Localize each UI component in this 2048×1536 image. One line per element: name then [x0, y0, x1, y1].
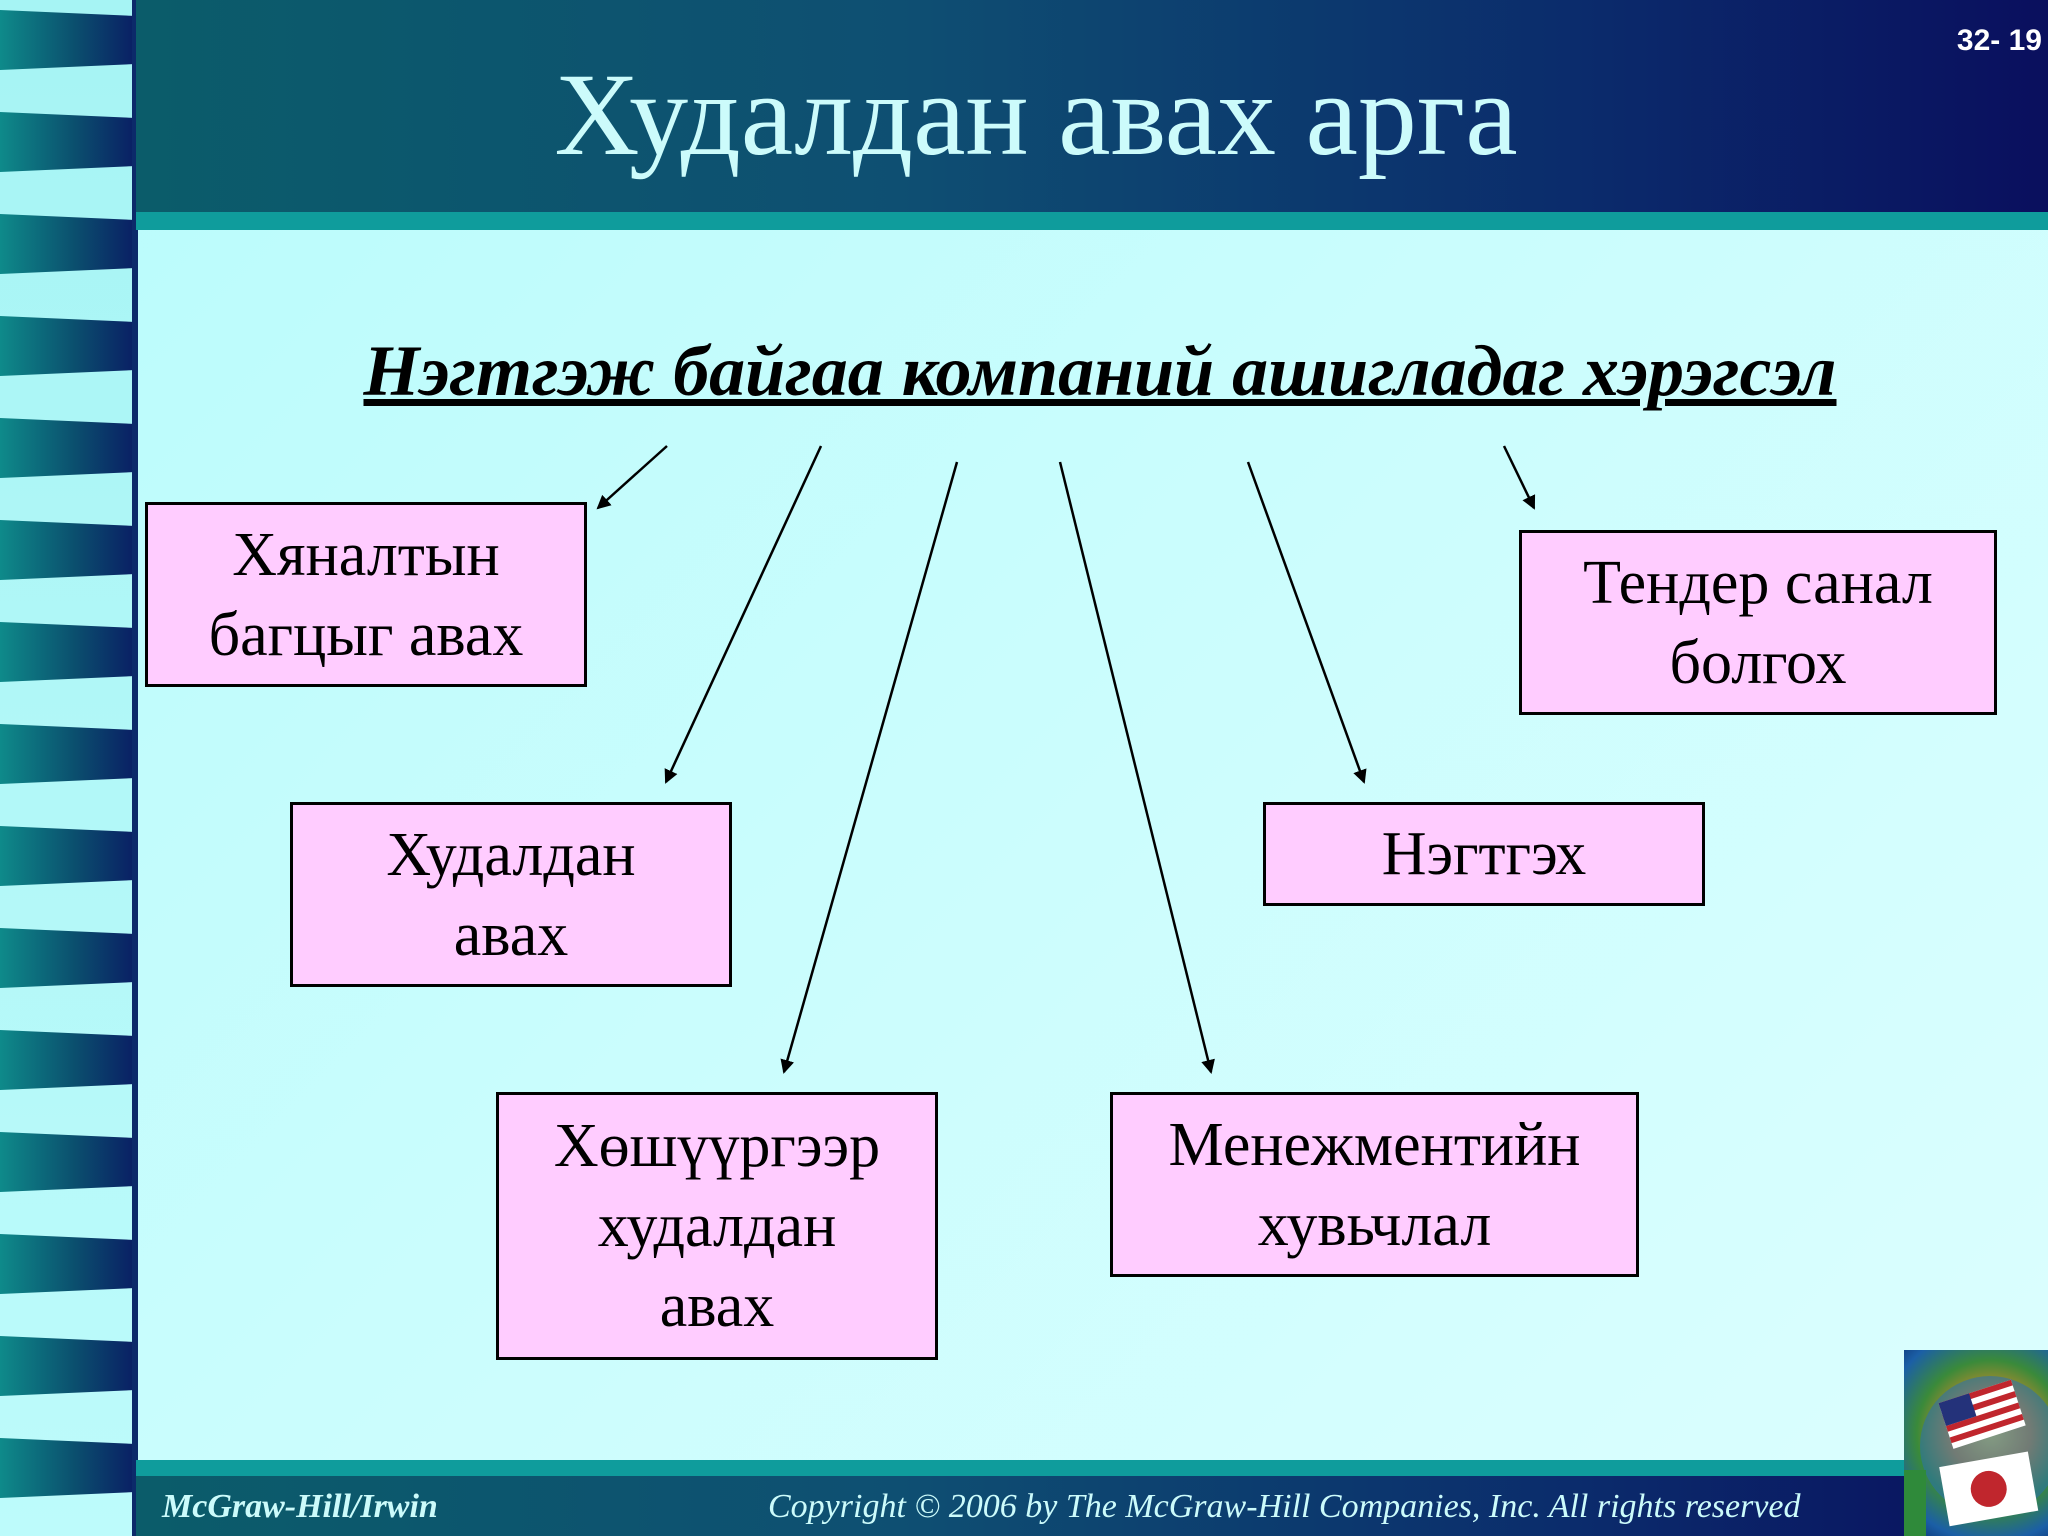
- arrow-to-merger: [1246, 461, 1367, 784]
- arrow-to-acquisition: [664, 445, 823, 784]
- left-stripe: [0, 1030, 136, 1090]
- left-stripe-band: [0, 0, 136, 1536]
- arrow-to-management-buyout: [1058, 461, 1215, 1074]
- footer-band: [136, 1476, 2048, 1536]
- node-merger: Нэгтгэх: [1263, 802, 1705, 906]
- left-stripe: [0, 418, 136, 478]
- left-stripe: [0, 1336, 136, 1396]
- node-leveraged-buyout: Хөшүүргээр худалдан авах: [496, 1092, 938, 1360]
- header-band: [136, 0, 2048, 212]
- node-acquisition: Худалдан авах: [290, 802, 732, 987]
- slide-number: 32- 19: [1956, 24, 2042, 57]
- header-divider: [136, 212, 2048, 230]
- left-stripe-divider: [132, 0, 138, 1536]
- left-stripe: [0, 826, 136, 886]
- left-stripe: [0, 1132, 136, 1192]
- left-stripe: [0, 316, 136, 376]
- left-stripe: [0, 622, 136, 682]
- footer-brand: McGraw-Hill/Irwin: [162, 1488, 438, 1525]
- left-stripe: [0, 1438, 136, 1498]
- arrow-to-leveraged-buyout: [780, 461, 959, 1074]
- diagram-heading: Нэгтгэж байгаа компаний ашигладаг хэрэгс…: [363, 331, 1837, 411]
- left-stripe: [0, 520, 136, 580]
- footer-copyright: Copyright © 2006 by The McGraw-Hill Comp…: [768, 1488, 1801, 1525]
- left-stripe: [0, 214, 136, 274]
- node-tender: Тендер санал болгох: [1519, 530, 1997, 715]
- left-stripe: [0, 928, 136, 988]
- node-control-package: Хяналтын багцыг авах: [145, 502, 587, 687]
- slide-title: Худалдан авах арга: [554, 49, 1518, 180]
- left-stripe: [0, 112, 136, 172]
- arrow-to-tender: [1502, 445, 1536, 510]
- globe-flags-icon: [1904, 1350, 2048, 1536]
- node-management-buyout: Менежментийн хувьчлал: [1110, 1092, 1639, 1277]
- left-stripe: [0, 10, 136, 70]
- left-stripe: [0, 1234, 136, 1294]
- arrow-to-control-package: [596, 445, 668, 510]
- left-stripe: [0, 724, 136, 784]
- footer-divider: [136, 1460, 2048, 1476]
